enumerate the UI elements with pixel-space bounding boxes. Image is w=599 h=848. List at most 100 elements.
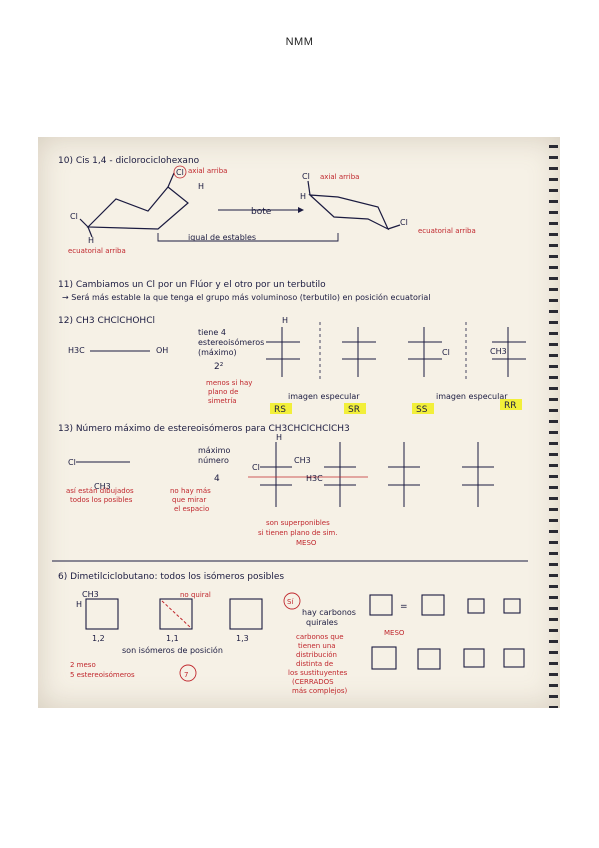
q6-note-0: carbonos que <box>296 633 344 641</box>
q6-note-5: (CERRADOS <box>292 678 334 686</box>
ring-mark <box>549 464 558 467</box>
q12-h3c: H3C <box>68 346 85 355</box>
ring-mark <box>549 673 558 676</box>
ring-mark <box>549 354 558 357</box>
ring-mark <box>549 574 558 577</box>
ring-mark <box>549 563 558 566</box>
q13-note4: que mirar <box>172 496 206 504</box>
ring-mark <box>549 651 558 654</box>
q13-numero: número <box>198 456 229 465</box>
ring-mark <box>549 244 558 247</box>
q13-cl-left: Cl <box>68 458 76 467</box>
q6-lab12: 1,2 <box>92 634 105 643</box>
ring-mark <box>549 706 558 708</box>
ring-mark <box>549 321 558 324</box>
ring-mark <box>549 640 558 643</box>
q13-maximo: máximo <box>198 446 230 455</box>
ring-mark <box>549 552 558 555</box>
q12-ss: SS <box>416 405 428 415</box>
ring-marks <box>549 145 558 708</box>
ring-mark <box>549 222 558 225</box>
q12-cl: Cl <box>442 348 450 357</box>
q6-h: H <box>76 600 82 609</box>
ring-mark <box>549 365 558 368</box>
q6-ch3: CH3 <box>82 590 99 599</box>
ring-mark <box>549 662 558 665</box>
ring-mark <box>549 607 558 610</box>
ring-mark <box>549 266 558 269</box>
ring-mark <box>549 618 558 621</box>
ring-mark <box>549 475 558 478</box>
q13-four: 4 <box>214 474 220 484</box>
ring-mark <box>549 596 558 599</box>
ring-mark <box>549 332 558 335</box>
q6-meso: MESO <box>384 629 405 637</box>
ring-mark <box>549 486 558 489</box>
ring-mark <box>549 211 558 214</box>
q13-note3: no hay más <box>170 487 211 495</box>
ring-mark <box>549 189 558 192</box>
q6-seven: 7 <box>184 671 188 679</box>
q6-cinco: 5 estereoisómeros <box>70 671 135 679</box>
q6-isomer-squares <box>369 594 525 670</box>
q13-fischer-lines <box>260 442 494 507</box>
ring-mark <box>549 167 558 170</box>
q12-title: 12) CH3 CHClCHOHCl <box>58 316 155 326</box>
q10-igual: igual de estables <box>188 233 256 242</box>
q12-ch3: CH3 <box>490 347 507 356</box>
q6-lab13: 1,3 <box>236 634 249 643</box>
ring-mark <box>549 376 558 379</box>
notebook-photo: 10) Cis 1,4 - diclorociclohexano Cl axia… <box>38 137 560 708</box>
q13-super2: si tienen plano de sim. <box>258 529 337 537</box>
q6-title: 6) Dimetilciclobutano: todos los isómero… <box>58 571 284 582</box>
q10-cl-left: Cl <box>70 212 78 221</box>
q11-line2: → Será más estable la que tenga el grupo… <box>62 292 431 302</box>
q6-quirales: quirales <box>306 618 338 627</box>
q10-cl-boat: Cl <box>302 172 310 181</box>
q10-cl-boat-right: Cl <box>400 218 408 227</box>
q10-title: 10) Cis 1,4 - diclorociclohexano <box>58 156 200 166</box>
ring-mark <box>549 200 558 203</box>
q10-axial-arriba: axial arriba <box>188 167 227 175</box>
q6-note-2: distribución <box>296 651 337 659</box>
ring-mark <box>549 530 558 533</box>
q12-plano: plano de <box>208 388 238 396</box>
q10-bote: bote <box>251 207 272 217</box>
ring-mark <box>549 442 558 445</box>
q6-dos-meso: 2 meso <box>70 661 96 669</box>
q12-menos: menos si hay <box>206 379 252 387</box>
q6-note-1: tienen una <box>298 642 336 650</box>
q6-si: Sí <box>287 598 294 606</box>
ring-mark <box>549 277 558 280</box>
ring-mark <box>549 684 558 687</box>
q13-note5: el espacio <box>174 505 209 513</box>
chair-conformation <box>79 172 189 238</box>
ring-mark <box>549 145 558 148</box>
q10-cl-top: Cl <box>176 168 184 177</box>
q6-posicion: son isómeros de posición <box>122 645 223 655</box>
ring-mark <box>549 453 558 456</box>
spiral-binding <box>549 145 558 708</box>
q13-note1: así están dibujados <box>66 487 134 495</box>
q6-equals: = <box>400 602 408 612</box>
ring-mark <box>549 299 558 302</box>
q12-imagen2: imagen especular <box>436 392 508 401</box>
q12-pow: 2² <box>214 362 224 372</box>
q10-h-left: H <box>88 236 94 245</box>
ring-mark <box>549 233 558 236</box>
q13-meso: MESO <box>296 539 317 547</box>
ring-mark <box>549 255 558 258</box>
q6-lab11: 1,1 <box>166 634 179 643</box>
q10-h-boat: H <box>300 192 306 201</box>
q12-h: H <box>282 316 288 325</box>
q12-simetria: simetría <box>208 397 237 405</box>
q12-maximo: (máximo) <box>198 348 237 357</box>
ring-mark <box>549 387 558 390</box>
ring-mark <box>549 156 558 159</box>
ring-mark <box>549 288 558 291</box>
q12-oh: OH <box>156 346 168 355</box>
q12-estereo: estereoisómeros <box>198 337 264 347</box>
ring-mark <box>549 409 558 412</box>
ring-mark <box>549 398 558 401</box>
q11-title: 11) Cambiamos un Cl por un Flúor y el ot… <box>58 280 326 290</box>
